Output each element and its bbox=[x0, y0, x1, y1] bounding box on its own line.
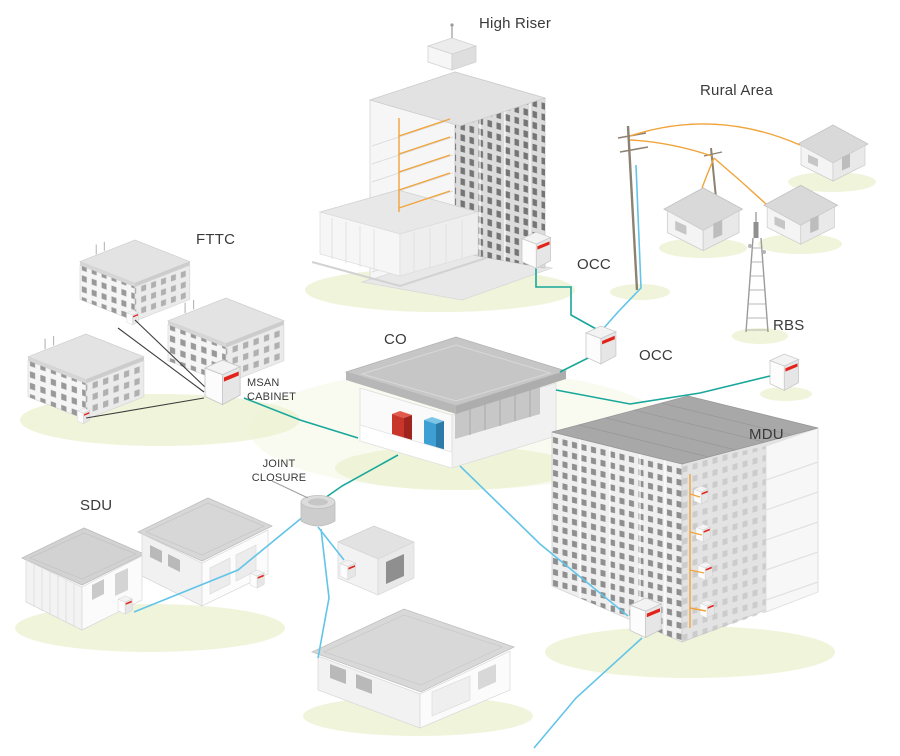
label-sdu: SDU bbox=[80, 497, 113, 514]
mdu-building bbox=[551, 395, 819, 643]
occ-cabinet-high-riser bbox=[521, 231, 552, 269]
rural-house bbox=[797, 124, 869, 182]
sdu-house bbox=[21, 527, 145, 631]
orange-drop-cables bbox=[398, 118, 801, 628]
label-fttc: FTTC bbox=[196, 231, 236, 248]
mdu-floor-cabinet bbox=[693, 485, 709, 505]
rural-area-cluster bbox=[617, 124, 869, 291]
utility-box bbox=[337, 525, 415, 596]
rural-house bbox=[763, 184, 839, 245]
sdu-cabinet bbox=[339, 559, 356, 581]
fiber-teal-cables bbox=[243, 266, 771, 501]
rbs-tower bbox=[745, 212, 800, 391]
label-joint-closure: JOINT CLOSURE bbox=[251, 458, 307, 485]
joint-closure-pointer bbox=[271, 480, 309, 499]
utility-pole bbox=[626, 125, 639, 291]
antenna bbox=[753, 222, 759, 238]
msan-cabinet-node bbox=[204, 359, 241, 406]
sdu-cluster bbox=[21, 497, 516, 729]
sdu-house-large bbox=[310, 608, 516, 729]
label-rural-area: Rural Area bbox=[700, 82, 773, 99]
fttc-building bbox=[80, 240, 190, 325]
label-high-riser: High Riser bbox=[479, 15, 552, 32]
label-rbs: RBS bbox=[773, 317, 805, 334]
label-mdu: MDU bbox=[749, 426, 784, 443]
sdu-cabinet bbox=[249, 569, 265, 589]
label-msan-cabinet: MSAN CABINET bbox=[247, 377, 297, 404]
mdu-floor-cabinet bbox=[699, 599, 715, 619]
fiber-blue-cables bbox=[133, 164, 643, 749]
occ-cabinet-central bbox=[585, 325, 617, 365]
mdu-ground-cabinet bbox=[629, 597, 662, 639]
joint-closure-node bbox=[300, 495, 336, 527]
label-occ-high-riser: OCC bbox=[577, 256, 611, 273]
central-office-building bbox=[344, 336, 568, 469]
rbs-cabinet bbox=[769, 353, 800, 391]
label-co: CO bbox=[384, 331, 407, 348]
mdu-floor-cabinet bbox=[697, 561, 713, 581]
mdu-floor-cabinet bbox=[695, 523, 711, 543]
sdu-house bbox=[137, 497, 273, 607]
label-occ-central: OCC bbox=[639, 347, 673, 364]
sdu-cabinet bbox=[117, 595, 133, 615]
